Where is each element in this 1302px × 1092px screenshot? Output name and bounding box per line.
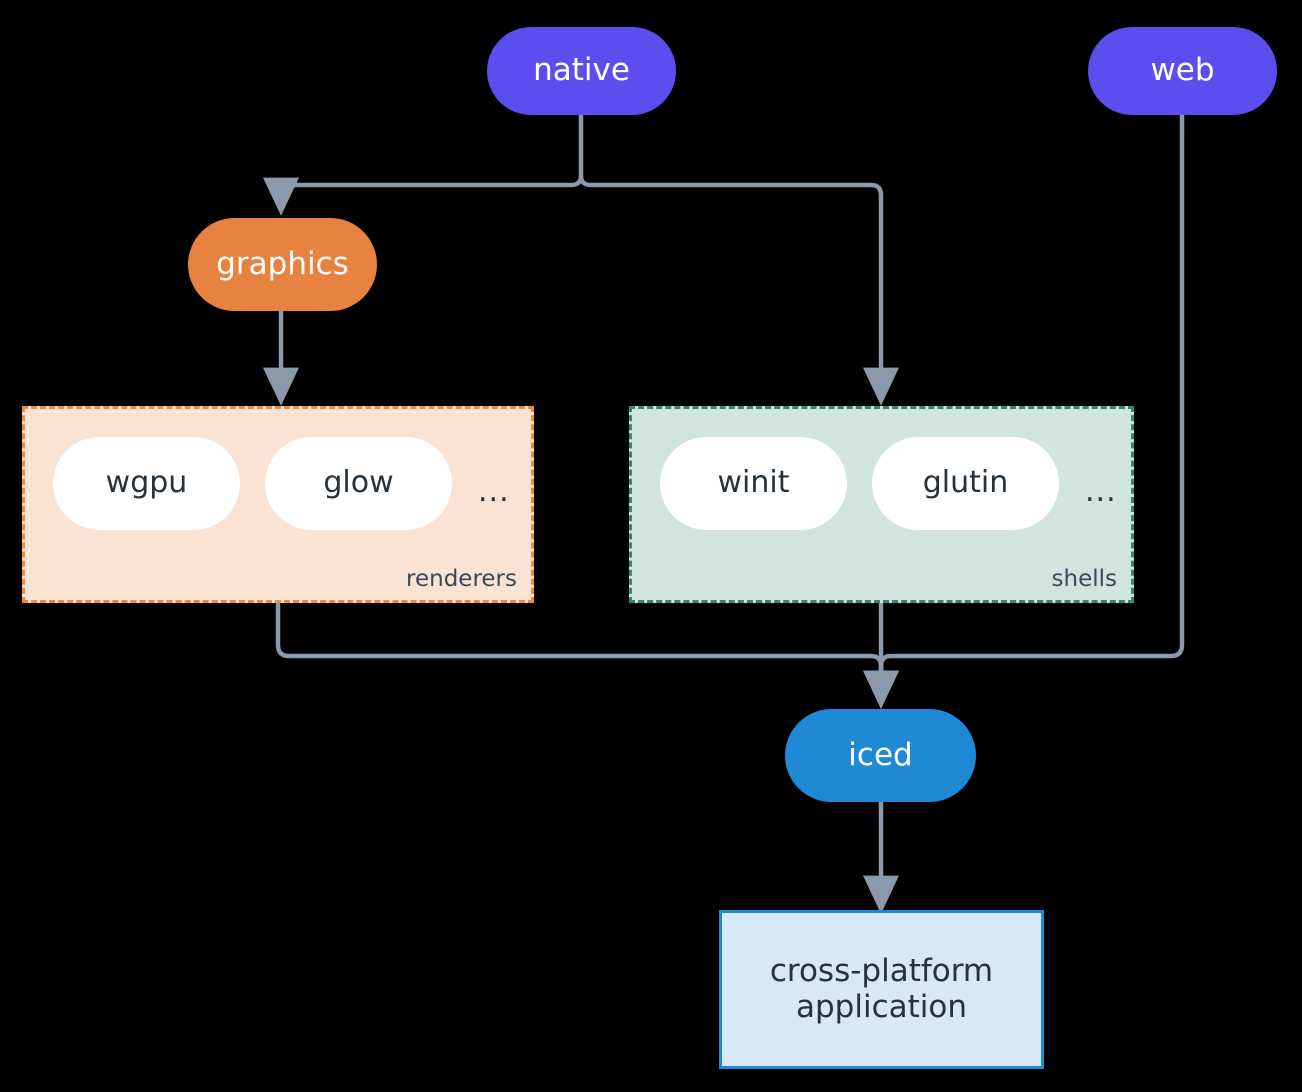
cluster-renderers: wgpu glow ... renderers: [22, 406, 534, 603]
edge-native-to-graphics: [263, 175, 584, 216]
node-winit-label: winit: [717, 465, 790, 501]
shells-overflow-ellipsis: ...: [1085, 474, 1117, 509]
node-winit[interactable]: winit: [660, 437, 847, 530]
node-iced[interactable]: iced: [785, 709, 976, 802]
node-cross-platform-application[interactable]: cross-platform application: [719, 910, 1044, 1069]
node-glutin[interactable]: glutin: [872, 437, 1059, 530]
edge-renderers-to-iced: [275, 603, 899, 709]
node-graphics[interactable]: graphics: [188, 218, 377, 311]
node-graphics-label: graphics: [216, 245, 349, 282]
cluster-shells-label: shells: [1051, 566, 1117, 592]
node-native-label: native: [533, 52, 630, 89]
node-glow-label: glow: [323, 465, 394, 501]
node-wgpu[interactable]: wgpu: [53, 437, 240, 530]
node-glutin-label: glutin: [922, 465, 1009, 501]
application-label-line2: application: [796, 988, 967, 1025]
node-wgpu-label: wgpu: [105, 465, 188, 501]
node-iced-label: iced: [848, 736, 913, 773]
application-label-line1: cross-platform: [769, 952, 994, 989]
renderers-overflow-ellipsis: ...: [478, 474, 510, 509]
node-web-label: web: [1150, 52, 1215, 89]
node-native[interactable]: native: [487, 27, 676, 115]
cluster-renderers-label: renderers: [406, 566, 517, 592]
cluster-shells: winit glutin ... shells: [629, 406, 1134, 603]
node-glow[interactable]: glow: [265, 437, 452, 530]
edge-native-to-shells: [578, 175, 899, 406]
node-web[interactable]: web: [1088, 27, 1277, 115]
